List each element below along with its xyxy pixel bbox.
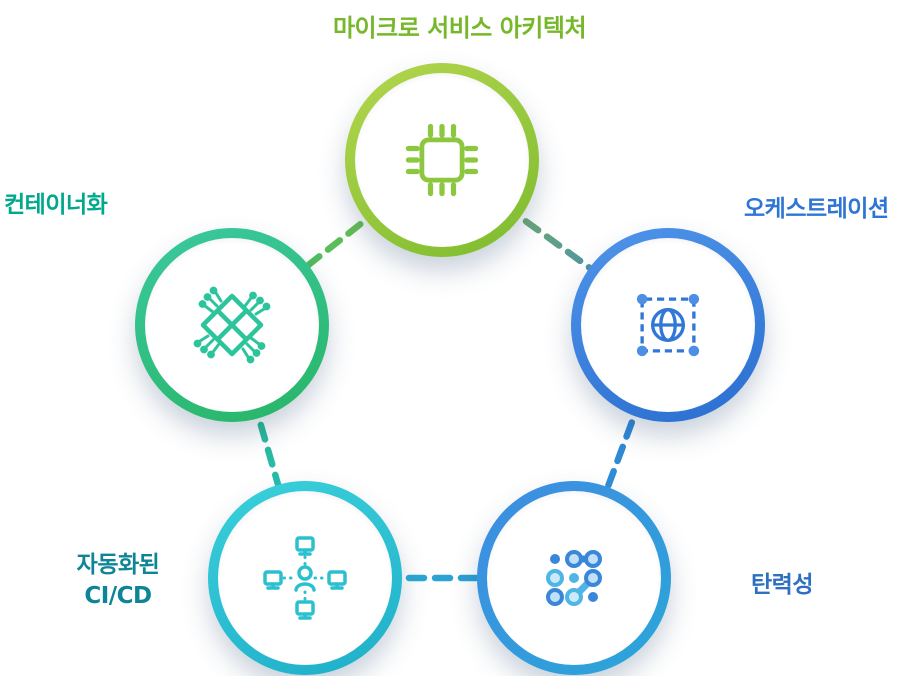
- label-cicd-line2: CI/CD: [84, 583, 152, 610]
- node-orchestration: [571, 228, 765, 422]
- node-orchestration-inner: [581, 238, 755, 412]
- node-elasticity: [477, 481, 671, 675]
- node-cicd-inner: [218, 491, 392, 665]
- node-containerization-inner: [145, 238, 319, 412]
- node-architecture-inner: [355, 73, 529, 247]
- label-elasticity: 탄력성: [751, 572, 813, 598]
- automation-network-icon: [263, 536, 347, 620]
- label-containerization: 컨테이너화: [4, 192, 108, 218]
- diagram-title: 마이크로 서비스 아키텍처: [332, 14, 587, 42]
- globe-frame-icon: [636, 293, 700, 357]
- label-cicd-line1: 자동화된: [76, 552, 160, 578]
- node-elasticity-inner: [487, 491, 661, 665]
- node-cicd: [208, 481, 402, 675]
- cpu-chip-icon: [405, 123, 479, 197]
- label-orchestration: 오케스트레이션: [744, 196, 889, 222]
- node-containerization: [135, 228, 329, 422]
- node-architecture: [345, 63, 539, 257]
- label-cicd: 자동화된 CI/CD: [47, 550, 189, 612]
- dot-matrix-icon: [546, 550, 602, 606]
- processor-diamond-icon: [193, 286, 271, 364]
